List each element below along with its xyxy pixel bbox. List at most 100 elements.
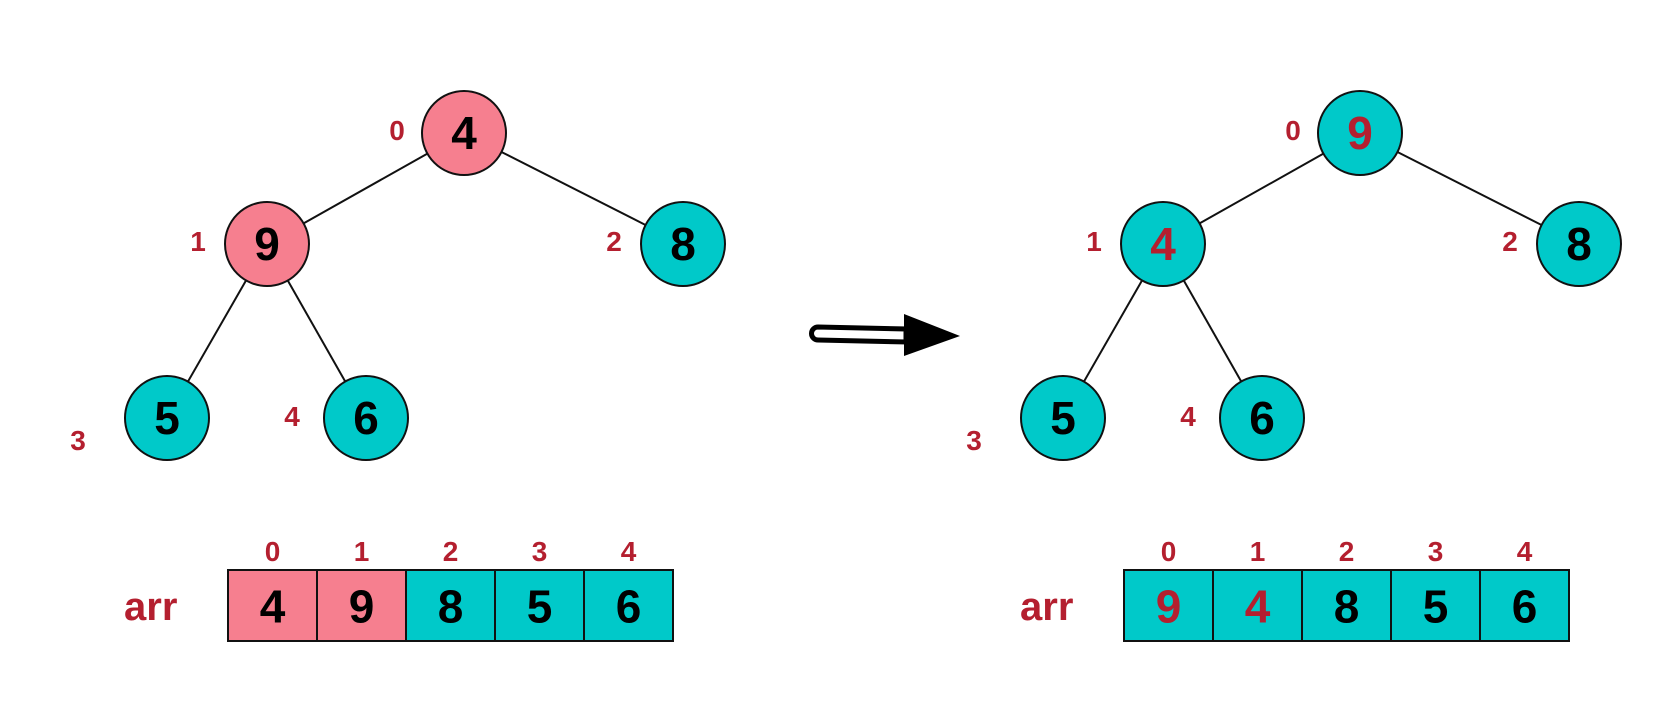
array-cell-box xyxy=(227,569,318,642)
array-cell-box xyxy=(1390,569,1481,642)
node-circle xyxy=(640,201,726,287)
array-cell-value: 4 xyxy=(260,581,286,633)
tree-node: 41 xyxy=(1086,201,1206,287)
node-index-label: 1 xyxy=(1086,226,1102,257)
tree-edge xyxy=(1397,151,1542,226)
node-index-label: 0 xyxy=(1285,115,1301,146)
tree-node: 53 xyxy=(70,375,210,461)
node-index-label: 4 xyxy=(284,401,300,432)
array-cell-value: 6 xyxy=(616,581,642,633)
array-label: arr xyxy=(124,585,177,629)
array-index-label: 4 xyxy=(1517,536,1533,567)
node-index-label: 4 xyxy=(1180,401,1196,432)
array-cell-box xyxy=(1123,569,1214,642)
tree-edge xyxy=(1182,280,1243,382)
array-cell-box xyxy=(1301,569,1392,642)
array-cell: 53 xyxy=(494,536,585,642)
array-cell: 64 xyxy=(583,536,674,642)
node-circle xyxy=(1317,90,1403,176)
array-index-label: 1 xyxy=(1250,536,1266,567)
array-cell-box xyxy=(405,569,496,642)
array-cell-value: 8 xyxy=(1334,581,1360,633)
node-circle xyxy=(1120,201,1206,287)
arrow-shaft xyxy=(809,324,909,345)
array-cell: 53 xyxy=(1390,536,1481,642)
node-value: 4 xyxy=(451,107,477,159)
node-circle xyxy=(323,375,409,461)
array-index-label: 0 xyxy=(1161,536,1177,567)
array-cell-value: 9 xyxy=(349,581,375,633)
array-label: arr xyxy=(1020,585,1073,629)
tree-edge xyxy=(187,279,247,383)
node-value: 8 xyxy=(670,218,696,270)
array-index-label: 4 xyxy=(621,536,637,567)
array-cell-value: 5 xyxy=(1423,581,1449,633)
array-cell: 82 xyxy=(405,536,496,642)
tree-edge xyxy=(1083,279,1143,383)
node-value: 9 xyxy=(254,218,280,270)
tree-node: 90 xyxy=(1285,90,1403,176)
array-cell-box xyxy=(316,569,407,642)
tree-node: 64 xyxy=(284,375,409,461)
array-cell: 82 xyxy=(1301,536,1392,642)
node-circle xyxy=(124,375,210,461)
array-cell-value: 6 xyxy=(1512,581,1538,633)
array-index-label: 2 xyxy=(1339,536,1355,567)
array-index-label: 0 xyxy=(265,536,281,567)
tree-node: 82 xyxy=(606,201,726,287)
array-cell-value: 5 xyxy=(527,581,553,633)
array-index-label: 3 xyxy=(1428,536,1444,567)
array-cell-value: 8 xyxy=(438,581,464,633)
tree-edge xyxy=(501,151,646,226)
array-cell: 64 xyxy=(1479,536,1570,642)
node-value: 5 xyxy=(154,392,180,444)
array-cell-box xyxy=(583,569,674,642)
array-cell: 40 xyxy=(227,536,318,642)
node-circle xyxy=(1020,375,1106,461)
tree-edge xyxy=(286,280,347,382)
tree-edge xyxy=(303,152,428,225)
array-cell-value: 9 xyxy=(1156,581,1182,633)
node-circle xyxy=(1536,201,1622,287)
array-cell-box xyxy=(1479,569,1570,642)
tree-node: 53 xyxy=(966,375,1106,461)
array-cell: 91 xyxy=(316,536,407,642)
node-value: 5 xyxy=(1050,392,1076,444)
node-circle xyxy=(224,201,310,287)
array-index-label: 2 xyxy=(443,536,459,567)
node-value: 8 xyxy=(1566,218,1592,270)
node-index-label: 2 xyxy=(1502,226,1518,257)
node-index-label: 0 xyxy=(389,115,405,146)
tree-node: 82 xyxy=(1502,201,1622,287)
array-cell-box xyxy=(494,569,585,642)
node-index-label: 2 xyxy=(606,226,622,257)
transition-arrow-icon xyxy=(809,314,960,356)
node-index-label: 3 xyxy=(966,425,982,456)
array-cell: 41 xyxy=(1212,536,1303,642)
tree-node: 40 xyxy=(389,90,507,176)
array-cell: 90 xyxy=(1123,536,1214,642)
node-value: 6 xyxy=(353,392,379,444)
node-value: 6 xyxy=(1249,392,1275,444)
array-index-label: 1 xyxy=(354,536,370,567)
array-cell-value: 4 xyxy=(1245,581,1271,633)
tree-edge xyxy=(1199,152,1324,225)
node-value: 4 xyxy=(1150,218,1176,270)
node-index-label: 1 xyxy=(190,226,206,257)
node-value: 9 xyxy=(1347,107,1373,159)
edges-layer xyxy=(187,151,1542,383)
arrow-head xyxy=(904,314,960,356)
tree-node: 64 xyxy=(1180,375,1305,461)
node-circle xyxy=(1219,375,1305,461)
array-index-label: 3 xyxy=(532,536,548,567)
tree-node: 91 xyxy=(190,201,310,287)
node-index-label: 3 xyxy=(70,425,86,456)
node-circle xyxy=(421,90,507,176)
